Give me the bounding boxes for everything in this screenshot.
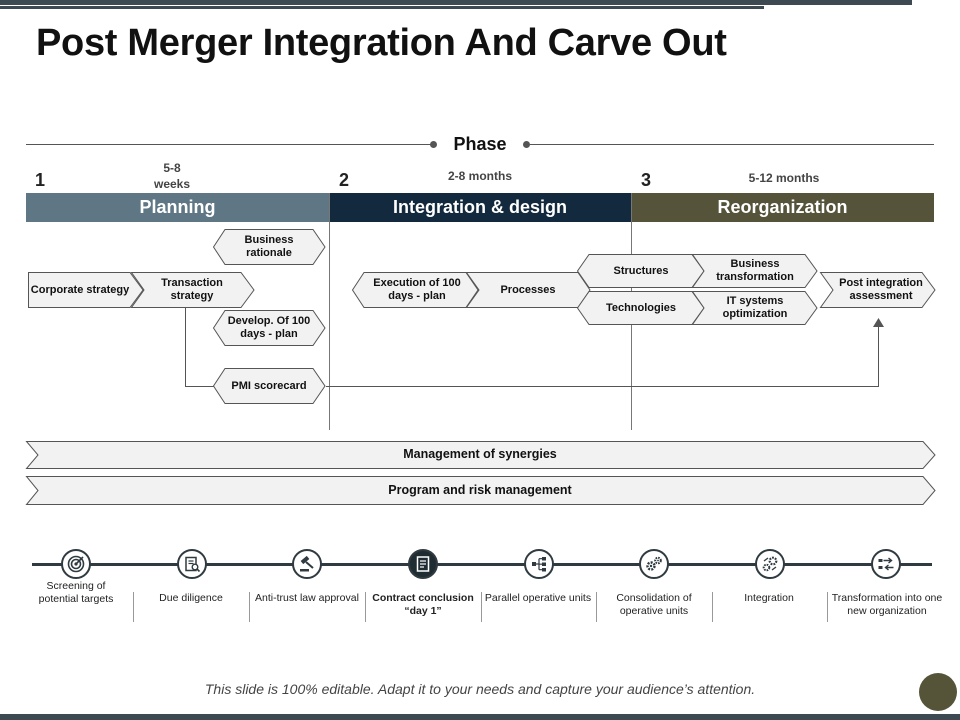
footer-note: This slide is 100% editable. Adapt it to… bbox=[204, 681, 756, 697]
phase-2-duration: 2-8 months bbox=[447, 169, 512, 183]
business-transformation-label: Business transformation bbox=[716, 258, 794, 283]
phase-dot-right bbox=[523, 141, 530, 148]
footer-circle-decoration bbox=[919, 673, 957, 711]
clipboard-search-icon bbox=[177, 549, 207, 579]
contract-icon bbox=[408, 549, 438, 579]
band-program-risk-management bbox=[25, 476, 936, 505]
phase-line-right bbox=[530, 144, 934, 145]
gavel-icon bbox=[292, 549, 322, 579]
top-accent-bar bbox=[0, 0, 912, 5]
phase-divider-1 bbox=[329, 193, 330, 430]
phase-bar-reorganization: Reorganization bbox=[631, 193, 934, 222]
hierarchy-icon bbox=[524, 549, 554, 579]
chevron-develop-plan bbox=[212, 310, 326, 346]
phase-1-duration: 5-8 weeks bbox=[153, 161, 191, 191]
chevron-post-integration bbox=[819, 272, 936, 308]
slide-title: Post Merger Integration And Carve Out bbox=[36, 22, 727, 64]
target-icon bbox=[61, 549, 91, 579]
phase-3-number: 3 bbox=[641, 170, 652, 190]
execution-plan-label: Execution of 100 days - plan bbox=[373, 277, 461, 302]
post-integration-label: Post integration assessment bbox=[839, 277, 923, 302]
timeline-separator bbox=[827, 592, 828, 622]
phase-dot-left bbox=[430, 141, 437, 148]
connector-transaction-down bbox=[185, 308, 186, 386]
it-systems-label: IT systems optimization bbox=[722, 295, 788, 320]
chevron-business-transformation bbox=[691, 254, 818, 288]
timeline-label-screening: Screening of potential targets bbox=[38, 580, 114, 605]
timeline-separator bbox=[133, 592, 134, 622]
transaction-strategy-label: Transaction strategy bbox=[161, 277, 223, 302]
top-accent-bar-secondary bbox=[0, 6, 764, 9]
gears-icon bbox=[639, 549, 669, 579]
develop-plan-label: Develop. Of 100 days - plan bbox=[227, 315, 311, 340]
phase-1-number: 1 bbox=[35, 170, 46, 190]
timeline-label-contract: Contract conclusion “day 1” bbox=[372, 592, 474, 617]
business-rationale-label: Business rationale bbox=[244, 234, 294, 259]
phase-bar-planning: Planning bbox=[26, 193, 329, 222]
pmi-scorecard-label: PMI scorecard bbox=[231, 379, 307, 392]
timeline-label-anti-trust: Anti-trust law approval bbox=[255, 592, 359, 604]
arrowhead-up-icon bbox=[873, 318, 884, 327]
band-management-of-synergies bbox=[25, 441, 936, 469]
timeline-label-transformation: Transformation into one new organization bbox=[831, 592, 943, 617]
corporate-strategy-label: Corporate strategy bbox=[30, 283, 130, 296]
technologies-label: Technologies bbox=[605, 301, 677, 314]
band-label-program-risk: Program and risk management bbox=[388, 483, 572, 497]
connector-up-to-assessment bbox=[878, 324, 879, 387]
processes-label: Processes bbox=[500, 283, 556, 296]
timeline-separator bbox=[365, 592, 366, 622]
chevron-transaction-strategy bbox=[130, 272, 255, 308]
bottom-accent-bar bbox=[0, 714, 960, 720]
band-label-synergies: Management of synergies bbox=[403, 447, 557, 461]
phase-line-left bbox=[26, 144, 432, 145]
transform-arrows-icon bbox=[871, 549, 901, 579]
chevron-corporate-strategy bbox=[28, 272, 144, 308]
timeline-separator bbox=[712, 592, 713, 622]
chevron-business-rationale bbox=[212, 229, 326, 265]
timeline-label-parallel-units: Parallel operative units bbox=[484, 592, 592, 604]
phase-3-duration: 5-12 months bbox=[748, 171, 820, 185]
timeline-separator bbox=[249, 592, 250, 622]
structures-label: Structures bbox=[613, 264, 669, 277]
phase-2-number: 2 bbox=[339, 170, 350, 190]
chevron-it-systems bbox=[691, 291, 818, 325]
timeline-separator bbox=[481, 592, 482, 622]
phase-label: Phase bbox=[453, 134, 507, 154]
timeline-label-integration: Integration bbox=[744, 592, 794, 604]
connector-to-pmi bbox=[185, 386, 214, 387]
phase-bar-integration: Integration & design bbox=[329, 193, 631, 222]
timeline-label-consolidation: Consolidation of operative units bbox=[616, 592, 692, 617]
timeline-label-due-diligence: Due diligence bbox=[159, 592, 223, 604]
connector-pmi-to-assessment bbox=[326, 386, 878, 387]
timeline-line bbox=[32, 563, 932, 566]
timeline-separator bbox=[596, 592, 597, 622]
gear-puzzle-icon bbox=[755, 549, 785, 579]
